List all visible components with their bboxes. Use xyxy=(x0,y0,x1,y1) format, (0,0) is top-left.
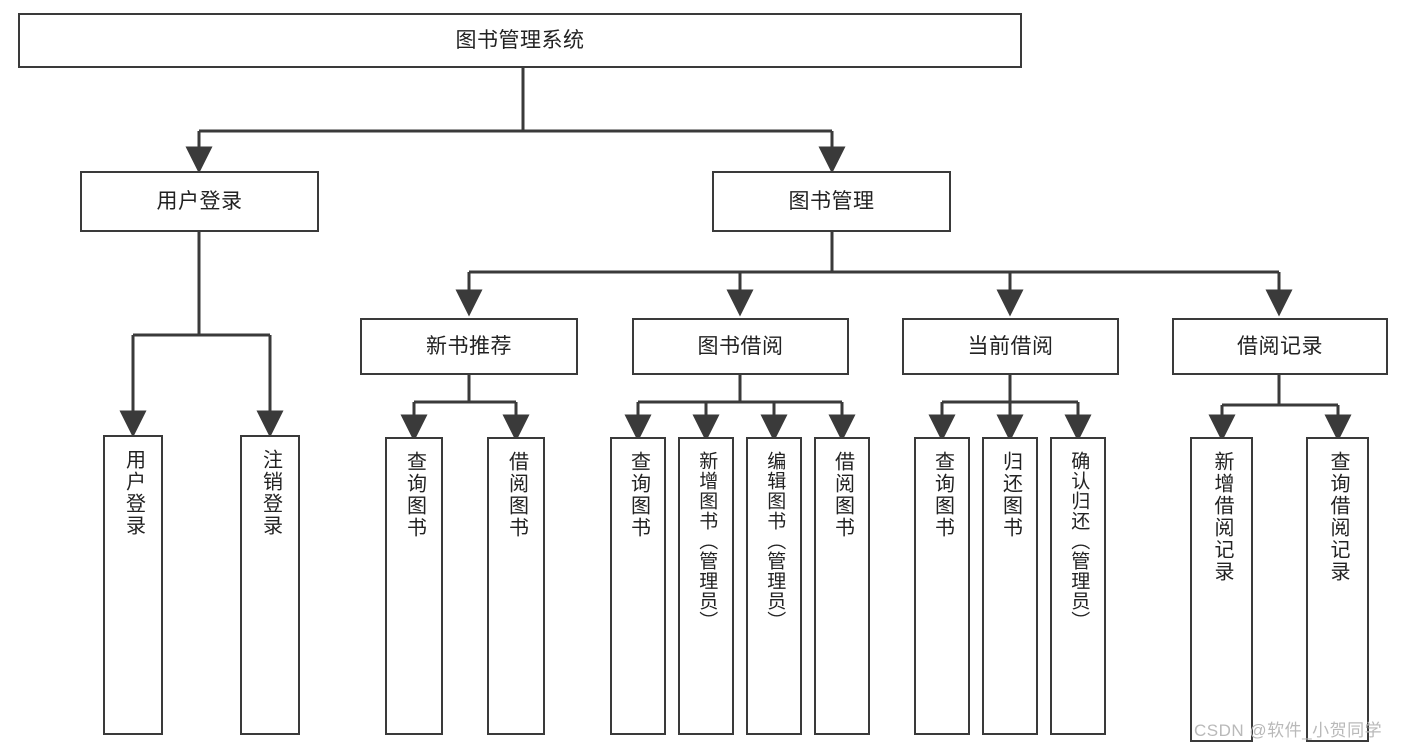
csdn-watermark: CSDN @软件_小贺同学 xyxy=(1194,721,1383,740)
leaf-current-borrow-query-book[interactable]: 查询图书 xyxy=(914,437,970,735)
node-user-login[interactable]: 用户登录 xyxy=(80,171,319,232)
node-book-borrow[interactable]: 图书借阅 xyxy=(632,318,849,375)
leaf-borrow-record-add-record[interactable]: 新增借阅记录 xyxy=(1190,437,1253,742)
node-borrow-record[interactable]: 借阅记录 xyxy=(1172,318,1388,375)
node-book-borrow-label: 图书借阅 xyxy=(697,334,784,358)
leaf-book-borrow-query-book[interactable]: 查询图书 xyxy=(610,437,666,735)
leaf-book-borrow-add-book[interactable]: 新增图书（管理员） xyxy=(678,437,734,735)
node-new-book-recommend-label: 新书推荐 xyxy=(426,334,512,358)
leaf-label: 注销登录 xyxy=(259,449,282,537)
node-book-manage[interactable]: 图书管理 xyxy=(712,171,951,232)
leaf-book-borrow-edit-book[interactable]: 编辑图书（管理员） xyxy=(746,437,802,735)
node-current-borrow-label: 当前借阅 xyxy=(967,334,1054,358)
node-current-borrow[interactable]: 当前借阅 xyxy=(902,318,1119,375)
node-user-login-label: 用户登录 xyxy=(156,189,243,213)
node-book-manage-label: 图书管理 xyxy=(788,189,875,213)
leaf-label: 归还图书 xyxy=(999,451,1022,539)
leaf-borrow-record-query-record[interactable]: 查询借阅记录 xyxy=(1306,437,1369,742)
leaf-label: 查询图书 xyxy=(627,451,650,539)
leaf-current-borrow-confirm-return[interactable]: 确认归还（管理员） xyxy=(1050,437,1106,735)
leaf-label: 查询图书 xyxy=(931,451,954,539)
leaf-label: 查询图书 xyxy=(403,451,426,539)
leaf-label: 新增借阅记录 xyxy=(1211,451,1233,583)
leaf-label: 确认归还（管理员） xyxy=(1068,451,1090,631)
leaf-label: 编辑图书（管理员） xyxy=(764,451,786,631)
leaf-label: 借阅图书 xyxy=(505,451,528,539)
leaf-user-login-login[interactable]: 用户登录 xyxy=(103,435,163,735)
leaf-current-borrow-return-book[interactable]: 归还图书 xyxy=(982,437,1038,735)
leaf-new-book-query-book[interactable]: 查询图书 xyxy=(385,437,443,735)
node-borrow-record-label: 借阅记录 xyxy=(1237,334,1323,358)
leaf-new-book-borrow-book[interactable]: 借阅图书 xyxy=(487,437,545,735)
leaf-label: 借阅图书 xyxy=(831,451,854,539)
leaf-label: 新增图书（管理员） xyxy=(696,451,718,631)
leaf-label: 查询借阅记录 xyxy=(1327,451,1349,583)
leaf-label: 用户登录 xyxy=(122,449,145,537)
node-root[interactable]: 图书管理系统 xyxy=(18,13,1022,68)
leaf-book-borrow-borrow-book[interactable]: 借阅图书 xyxy=(814,437,870,735)
leaf-user-login-logout[interactable]: 注销登录 xyxy=(240,435,300,735)
node-root-label: 图书管理系统 xyxy=(455,28,585,52)
node-new-book-recommend[interactable]: 新书推荐 xyxy=(360,318,578,375)
